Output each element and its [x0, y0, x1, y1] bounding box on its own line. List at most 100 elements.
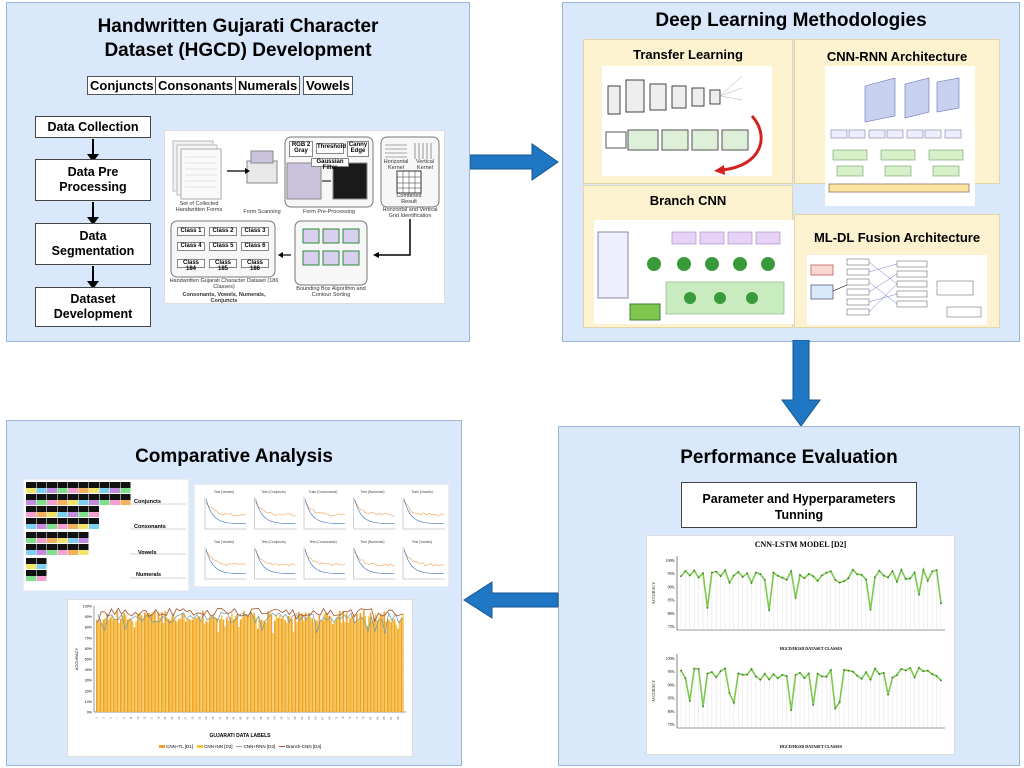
perf-point	[777, 574, 779, 577]
bar-tl	[284, 619, 286, 712]
bar-nn	[378, 617, 380, 712]
bar-nn	[347, 622, 350, 712]
perf-point	[693, 569, 696, 572]
dataset-sub-label: Consonants, Vowels, Numerals, Conjuncts	[182, 292, 266, 304]
perf-point	[865, 578, 867, 581]
perf-point	[807, 672, 810, 675]
hgcd-pipeline-figure: Set of Collected Handwritten Forms Form …	[164, 130, 445, 304]
loss-val-line	[354, 551, 395, 567]
bar-xtick: 13	[136, 716, 140, 719]
bar-tl	[116, 611, 119, 712]
arrow-down	[781, 340, 821, 427]
perf-point	[684, 570, 687, 572]
threshold-box: Threshold	[316, 143, 346, 154]
perf-point	[768, 609, 771, 612]
scanner-icon	[246, 150, 278, 184]
perf-point	[724, 569, 726, 572]
perf-point	[697, 668, 700, 670]
char-cell-label	[36, 500, 47, 505]
char-cell-image	[89, 518, 99, 524]
legend-rnn: CNN+RNN [D3]	[243, 744, 276, 749]
char-cell-label	[47, 500, 57, 505]
bar-tl	[161, 612, 163, 712]
bar-xtick: 65	[314, 716, 318, 719]
perf-ytick: 95%	[668, 571, 676, 576]
bar-nn	[186, 619, 189, 712]
bar-nn	[210, 616, 213, 712]
bar-nn	[275, 614, 278, 712]
bar-xtick: 17	[149, 716, 153, 719]
char-cell-label	[120, 488, 131, 493]
char-grid-figure: Conjuncts Consonants Vowels Numerals	[23, 479, 189, 591]
bar-tl	[386, 618, 389, 712]
char-cell-image	[26, 570, 36, 576]
perf-ytick: 95%	[668, 669, 676, 674]
legend-branch: Branch-CNN [D4]	[286, 744, 322, 749]
loss-train-line	[403, 498, 445, 524]
loss-train-line	[205, 498, 247, 524]
char-cell-image	[78, 482, 89, 488]
bar-xtick: 67	[321, 716, 325, 719]
perf-point	[763, 579, 766, 581]
bar-xtick: 87	[389, 716, 393, 719]
bar-xtick: 19	[156, 716, 160, 719]
perf-point	[772, 673, 775, 676]
perf-point	[865, 671, 867, 674]
bar-xtick: 47	[252, 716, 256, 719]
perf-point	[904, 578, 907, 580]
perf-point	[825, 675, 828, 678]
bar-nn	[148, 613, 151, 712]
legend-swatch-branch	[278, 746, 285, 748]
bar-xtick: 63	[307, 716, 311, 719]
loss-plot-title: Test (Numerals)	[361, 540, 385, 544]
transfer-diagram	[602, 66, 772, 176]
loss-train-line	[304, 548, 346, 574]
perf-point	[768, 678, 771, 681]
perf-point	[882, 672, 885, 674]
perf-point	[860, 677, 863, 680]
bar-tl	[184, 621, 187, 712]
bar-nn	[125, 615, 127, 712]
bar-xtick: 7	[115, 717, 119, 719]
bar-tl	[397, 628, 399, 712]
bar-tl	[167, 618, 170, 712]
char-cell-image	[36, 494, 47, 500]
perf-ylabel: ACCURACY	[651, 680, 656, 702]
char-cell-image	[68, 506, 78, 512]
char-cell-label	[89, 524, 99, 529]
perf-point	[896, 674, 898, 676]
perf-point	[816, 579, 819, 582]
rgb-gray-box: RGB 2 Gray	[289, 141, 313, 157]
bar-xtick: 31	[197, 716, 201, 719]
perf-point	[803, 677, 806, 680]
dataset-label: Handwritten Gujarati Character Dataset (…	[169, 278, 279, 290]
bar-nn	[224, 626, 226, 712]
cnn-rnn-diagram	[825, 66, 975, 206]
bar-tl	[332, 623, 334, 712]
bar-tl	[243, 611, 245, 712]
char-cell-label	[57, 550, 68, 555]
perf-ytick: 100%	[666, 558, 676, 563]
char-cell-image	[99, 482, 110, 488]
perf-ytick: 75%	[668, 722, 676, 727]
perf-point	[750, 668, 753, 670]
bar-ytick: 0%	[87, 711, 93, 715]
char-cell-label	[26, 576, 36, 581]
perf-point	[799, 574, 801, 576]
perf-point	[909, 666, 912, 669]
bar-nn	[265, 622, 267, 712]
bar-tl	[188, 619, 191, 712]
bar-ytick: 80%	[85, 626, 93, 630]
bar-tl	[280, 618, 283, 712]
cnn-lstm-chart: CNN-LSTM MODEL [D2] 100%95%90%85%80%75%A…	[646, 535, 955, 755]
perf-point	[896, 580, 898, 583]
bar-tl	[338, 610, 341, 712]
bar-tl	[229, 617, 232, 712]
perf-ytick: 85%	[668, 696, 676, 701]
loss-plot-title: Train (Consonants)	[309, 490, 338, 494]
perf-point	[931, 570, 934, 573]
class-185: Class 185	[209, 259, 237, 272]
char-cell-label	[36, 576, 47, 581]
bar-nn	[398, 620, 401, 712]
